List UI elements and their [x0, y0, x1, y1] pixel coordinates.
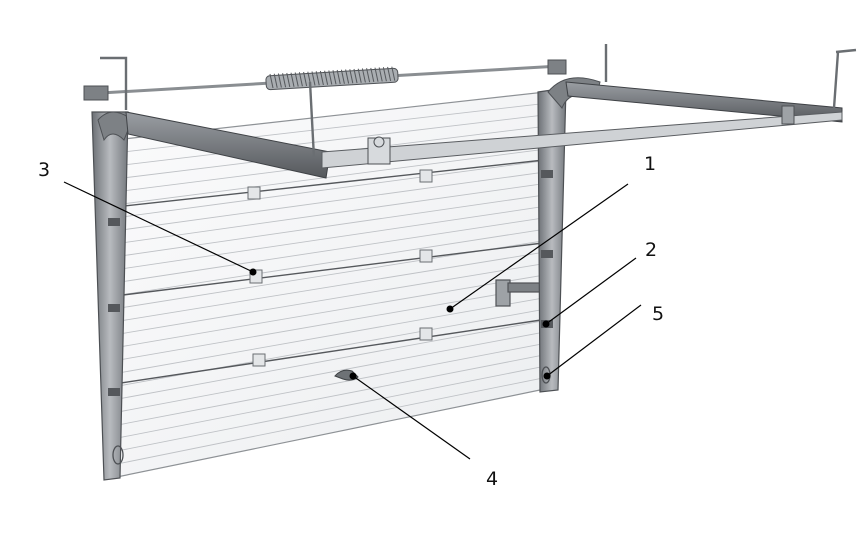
spring-coil	[345, 69, 350, 84]
right-vertical-track	[537, 77, 601, 393]
hinge	[419, 327, 433, 341]
callout-label-4: 4	[486, 468, 498, 490]
panel-groove	[113, 206, 544, 271]
left-horizontal-rail	[125, 111, 331, 179]
spring-coil	[391, 66, 396, 81]
top-roller-bracket	[367, 136, 391, 165]
panel-groove	[113, 263, 543, 336]
panel-groove	[114, 183, 544, 245]
left-vertical-track	[91, 111, 133, 481]
section-hinges	[247, 169, 433, 367]
panel-groove	[114, 160, 544, 219]
front-cross-rail	[321, 111, 843, 169]
callout-1: 1	[446, 153, 656, 313]
panel-groove	[112, 366, 541, 453]
spring-coil	[303, 71, 308, 87]
callout-5: 5	[543, 303, 664, 380]
spring-coil	[332, 70, 337, 85]
spring-coil	[387, 66, 392, 82]
panel-groove	[112, 286, 542, 362]
spring-coil	[269, 73, 274, 89]
callout-3: 3	[38, 159, 257, 276]
callouts: 1 2 3 4 5	[38, 153, 664, 490]
callout-label-1: 1	[644, 153, 656, 175]
panel-groove	[113, 252, 543, 323]
callout-label-3: 3	[38, 159, 50, 181]
spring-coil	[319, 70, 324, 86]
callout-2: 2	[542, 239, 657, 328]
spring-coil	[374, 67, 379, 82]
spring-coil	[336, 69, 341, 85]
hinge	[419, 249, 433, 263]
spring-coil	[286, 72, 291, 88]
spring-coil	[382, 67, 387, 82]
spring-coil	[324, 70, 329, 85]
panel-groove	[112, 355, 541, 440]
spring-coil	[290, 72, 295, 87]
spring-coil	[357, 68, 362, 83]
spring-coil	[277, 73, 282, 88]
panel-groove	[113, 217, 543, 284]
panel-groove	[112, 297, 542, 375]
spring-coil	[366, 68, 371, 83]
spring-coil	[340, 69, 345, 84]
torsion-spring	[265, 66, 399, 91]
spring-coil	[378, 67, 383, 82]
panel-groove	[114, 148, 545, 206]
panel-groove	[114, 114, 545, 167]
spring-coil	[328, 70, 333, 85]
spring-coil	[311, 71, 316, 86]
spring-coil	[361, 68, 366, 83]
callout-label-2: 2	[645, 239, 657, 261]
callout-label-5: 5	[652, 303, 664, 325]
panel-groove	[112, 343, 541, 427]
ceiling-hangers	[100, 44, 857, 159]
panel-groove	[112, 332, 542, 414]
spring-coil	[298, 72, 303, 87]
hinge	[247, 186, 261, 200]
spring-coil	[294, 72, 299, 87]
panel-groove	[113, 229, 543, 297]
hinge	[252, 353, 266, 367]
section-joints	[113, 159, 545, 385]
panel-groove	[112, 320, 542, 401]
panel-groove	[113, 194, 544, 258]
panel-groove	[114, 171, 544, 232]
spring-coil	[370, 67, 375, 83]
spring-coil	[353, 68, 358, 84]
track-brackets	[108, 218, 120, 396]
spring-coil	[349, 69, 354, 84]
spring-coil	[282, 73, 287, 88]
cable-drum-bottom-left	[112, 445, 124, 465]
panel-groove	[113, 274, 542, 349]
spring-coil	[315, 71, 320, 86]
hinge	[419, 169, 433, 183]
spring-coil	[273, 73, 278, 88]
overhead-mechanism	[83, 44, 857, 179]
panel-groove	[112, 378, 541, 466]
callout-4: 4	[349, 372, 498, 490]
right-horizontal-rail	[565, 81, 843, 123]
